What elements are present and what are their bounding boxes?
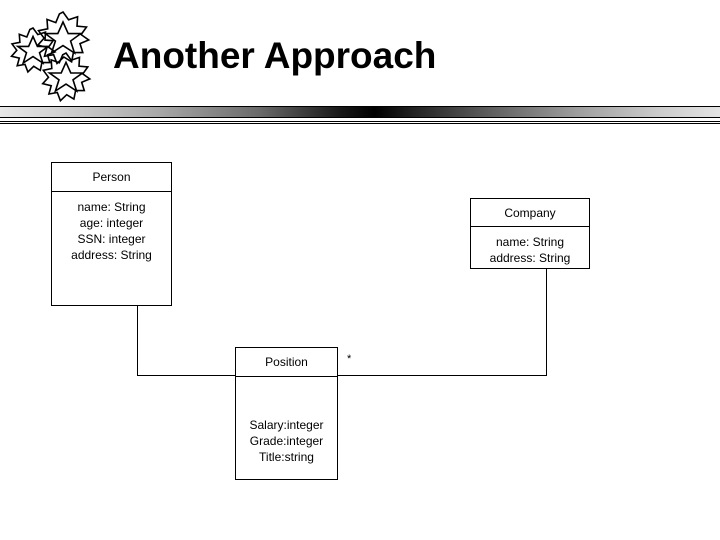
uml-attribute: SSN: integer [77, 232, 146, 246]
uml-class-position[interactable]: Position Salary:integer Grade:integer Ti… [235, 347, 338, 480]
uml-class-person[interactable]: Person name: String age: integer SSN: in… [51, 162, 172, 306]
uml-attribute: name: String [495, 235, 565, 249]
connector-person-to-position-horizontal [137, 375, 236, 376]
connector-company-to-position-horizontal [337, 375, 547, 376]
header-divider-thin [0, 121, 720, 124]
uml-attribute: age: integer [79, 216, 144, 230]
connector-company-to-position-vertical [546, 269, 547, 376]
uml-class-company[interactable]: Company name: String address: String [470, 198, 590, 269]
uml-class-person-attributes: name: String age: integer SSN: integer a… [52, 192, 171, 263]
uml-attribute: address: String [71, 248, 152, 262]
connector-person-to-position-vertical [137, 306, 138, 376]
uml-class-position-attributes: Salary:integer Grade:integer Title:strin… [236, 377, 337, 465]
uml-attribute: address: String [489, 251, 571, 265]
uml-class-position-name: Position [236, 348, 337, 377]
header-divider-gradient [0, 106, 720, 118]
uml-attribute: name: String [77, 200, 146, 214]
page-title: Another Approach [113, 35, 437, 76]
multiplicity-label-star: * [347, 353, 352, 365]
uml-class-person-name: Person [52, 163, 171, 192]
three-interlocking-gear-stars-logo-icon [6, 6, 102, 108]
uml-class-company-attributes: name: String address: String [471, 227, 589, 266]
uml-attribute: Title:string [259, 450, 314, 464]
uml-attribute: Salary:integer [249, 418, 324, 432]
uml-attribute: Grade:integer [249, 434, 324, 448]
uml-class-company-name: Company [471, 199, 589, 227]
slide-header: Another Approach [0, 0, 720, 125]
